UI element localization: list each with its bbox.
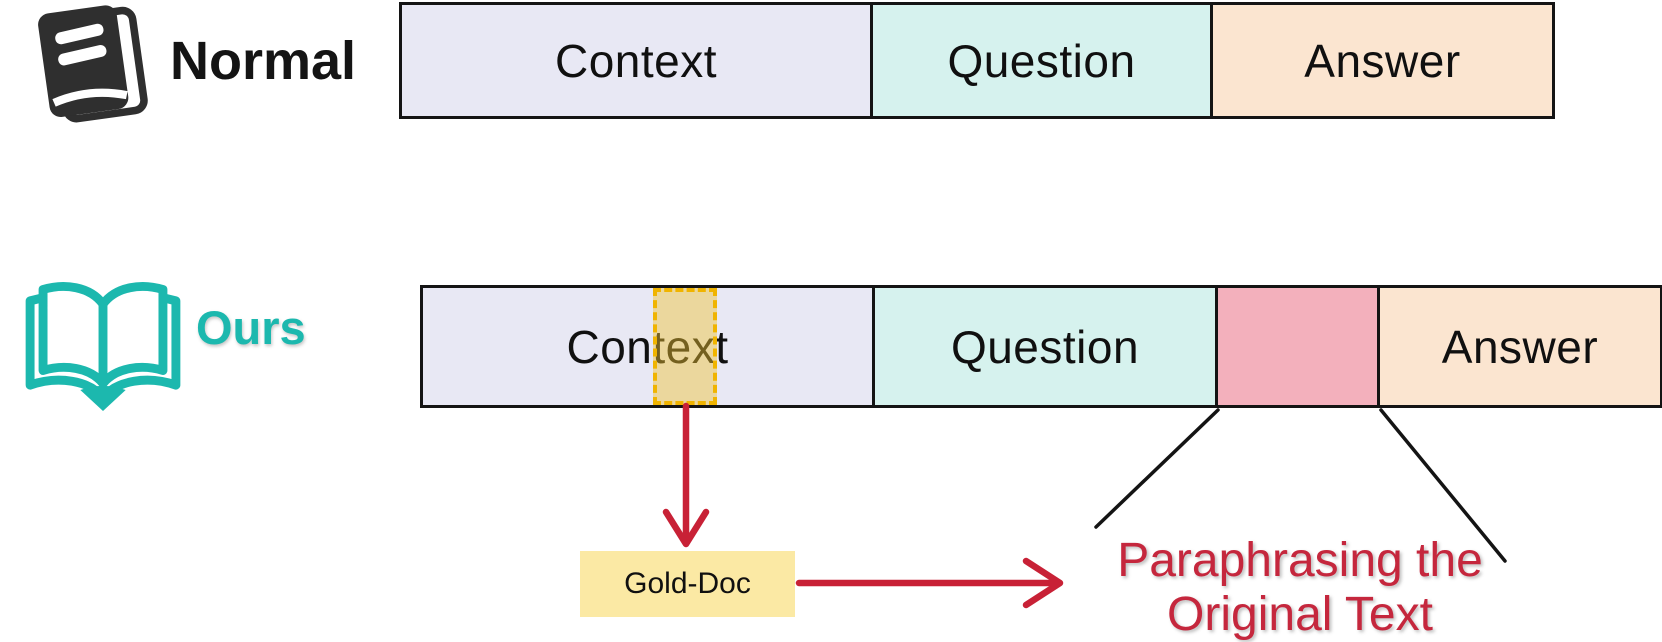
gold-doc-label: Gold-Doc (624, 567, 751, 600)
row-label-normal: Normal (170, 31, 357, 91)
segment-label: Context (554, 34, 718, 87)
segment-question: Question (873, 5, 1213, 116)
row-label-ours: Ours (196, 301, 306, 354)
gold-doc-highlight-strip (653, 288, 717, 405)
paraphrase-note-line1: Paraphrasing the (1117, 534, 1483, 587)
down-arrow (662, 402, 710, 548)
segment-answer: Answer (1380, 288, 1660, 405)
closed-book-icon (14, 0, 172, 126)
segment-context: Context (402, 5, 873, 116)
segment-paraphrased (1218, 288, 1380, 405)
segment-label: Answer (1304, 34, 1461, 87)
segment-question: Question (875, 288, 1218, 405)
segment-label: Answer (1441, 320, 1599, 373)
sequence-bar-ours: Context Question Answer (420, 285, 1662, 408)
gold-doc-box: Gold-Doc (580, 551, 795, 617)
paraphrase-note-line2: Original Text (1167, 588, 1433, 641)
segment-label: Question (950, 320, 1140, 373)
segment-label: Context (566, 320, 729, 373)
sequence-bar-normal: Context Question Answer (399, 2, 1555, 119)
open-book-icon (22, 262, 184, 424)
paraphrase-note: Paraphrasing the Original Text (1050, 534, 1550, 642)
right-arrow (795, 557, 1064, 609)
segment-label: Question (947, 34, 1136, 87)
segment-context: Context (423, 288, 875, 405)
segment-answer: Answer (1213, 5, 1552, 116)
